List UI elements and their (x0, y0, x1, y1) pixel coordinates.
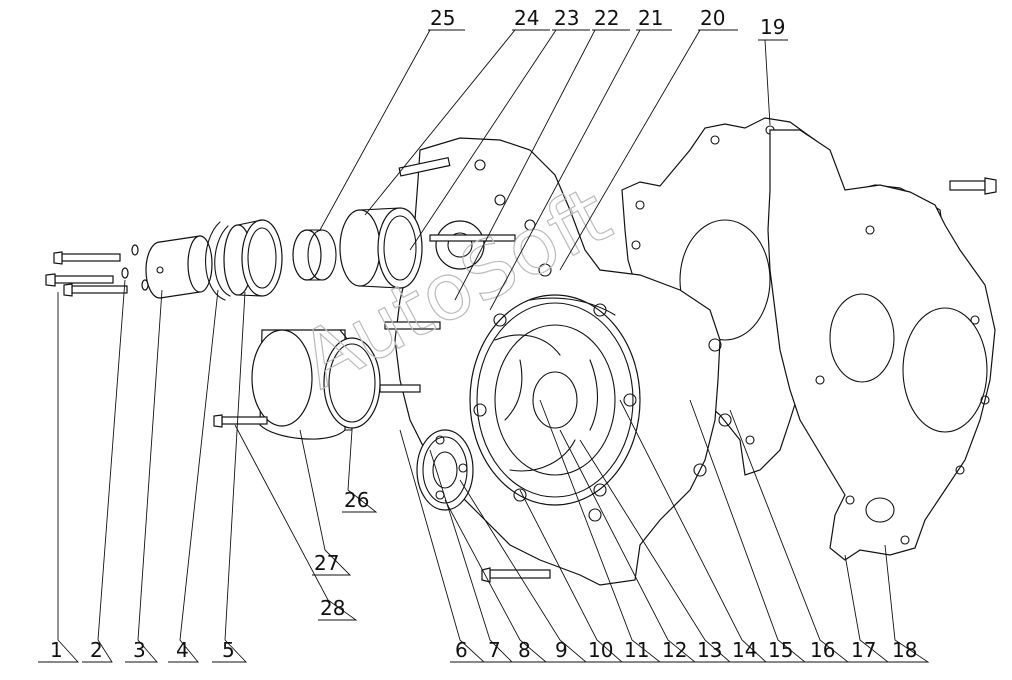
seal-ring-25 (292, 229, 337, 281)
callout-8: 8 (518, 638, 531, 662)
callout-21: 21 (638, 6, 663, 30)
circlip-part-4 (205, 221, 231, 301)
callout-17: 17 (851, 638, 876, 662)
callout-labels: 1 2 3 4 5 6 7 8 9 10 11 12 13 14 15 16 1… (50, 6, 917, 662)
gasket-part-18 (767, 129, 996, 561)
callout-24: 24 (514, 6, 539, 30)
callout-11: 11 (624, 638, 649, 662)
callout-20: 20 (700, 6, 725, 30)
callout-19: 19 (760, 15, 785, 39)
callout-26: 26 (344, 488, 369, 512)
callout-15: 15 (768, 638, 793, 662)
callout-3: 3 (133, 638, 146, 662)
bolt-top-right (949, 177, 997, 195)
callout-6: 6 (455, 638, 468, 662)
bearing-part-5 (223, 219, 283, 297)
callout-5: 5 (222, 638, 235, 662)
seal-ring-24 (339, 207, 423, 289)
washers-part-2 (121, 244, 149, 291)
callout-22: 22 (594, 6, 619, 30)
callout-12: 12 (662, 638, 687, 662)
callout-2: 2 (90, 638, 103, 662)
callout-7: 7 (488, 638, 501, 662)
cover-part-27 (251, 329, 353, 440)
sleeve-part-3 (145, 235, 213, 299)
callout-16: 16 (810, 638, 835, 662)
callout-23: 23 (554, 6, 579, 30)
leader-lines (38, 29, 930, 663)
callout-14: 14 (732, 638, 757, 662)
callout-1: 1 (50, 638, 63, 662)
callout-4: 4 (176, 638, 189, 662)
callout-27: 27 (314, 551, 339, 575)
bolt-part-28 (213, 414, 268, 428)
callout-28: 28 (320, 596, 345, 620)
bolts-part-1 (45, 251, 128, 297)
callout-10: 10 (588, 638, 613, 662)
callout-13: 13 (697, 638, 722, 662)
callout-18: 18 (892, 638, 917, 662)
callout-9: 9 (555, 638, 568, 662)
callout-25: 25 (430, 6, 455, 30)
pulley-assembly (416, 429, 474, 511)
gasket-part-26 (323, 337, 381, 429)
housing-cover (394, 137, 732, 586)
